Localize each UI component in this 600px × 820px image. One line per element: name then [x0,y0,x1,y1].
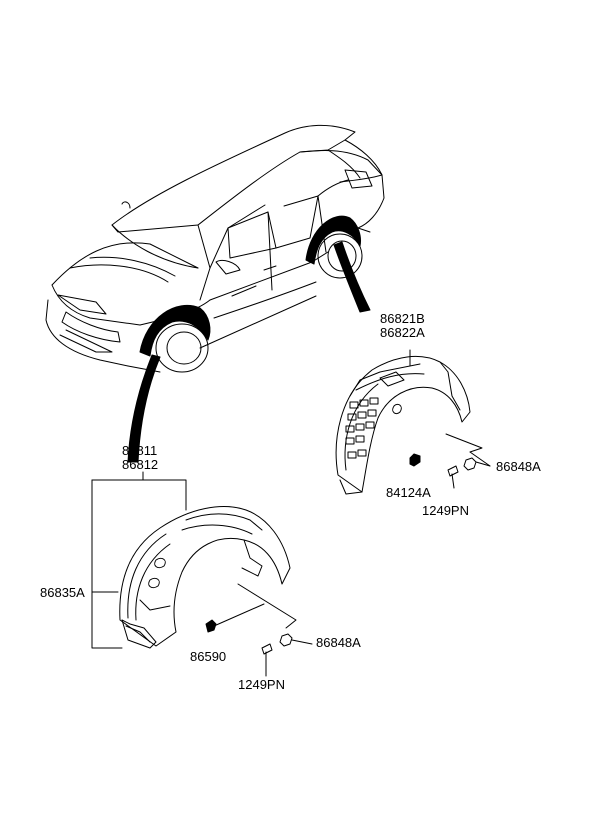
part-number-86835A: 86835A [40,585,85,600]
rear-wheel-guard [335,356,471,495]
part-number-86822A: 86822A [380,325,425,340]
part-number-86821B: 86821B [380,311,425,326]
rear-nut-84124A [409,453,421,467]
rear-screw-1249PN [447,465,459,489]
part-number-1249PN-rear: 1249PN [422,503,469,518]
part-number-86590: 86590 [190,649,227,664]
front-clip-86848A [279,633,313,647]
part-number-84124A: 84124A [386,485,431,500]
front-liner-part-numbers: 86811 86812 [122,444,158,472]
car-illustration [45,124,385,373]
front-leader-arrow [127,354,161,463]
part-number-86848A-rear: 86848A [496,459,541,474]
part-number-86848A-front: 86848A [316,635,361,650]
front-screw-1249PN [261,643,273,677]
rear-liner-part-numbers: 86821B 86822A [380,312,425,340]
part-number-1249PN-front: 1249PN [238,677,285,692]
front-clip-86590 [205,619,217,633]
front-wheel-guard [119,506,291,649]
rear-clip-86848A [463,457,491,471]
rear-leader-arrow [333,241,371,313]
part-number-86812: 86812 [122,457,159,472]
part-number-86811: 86811 [122,443,158,458]
